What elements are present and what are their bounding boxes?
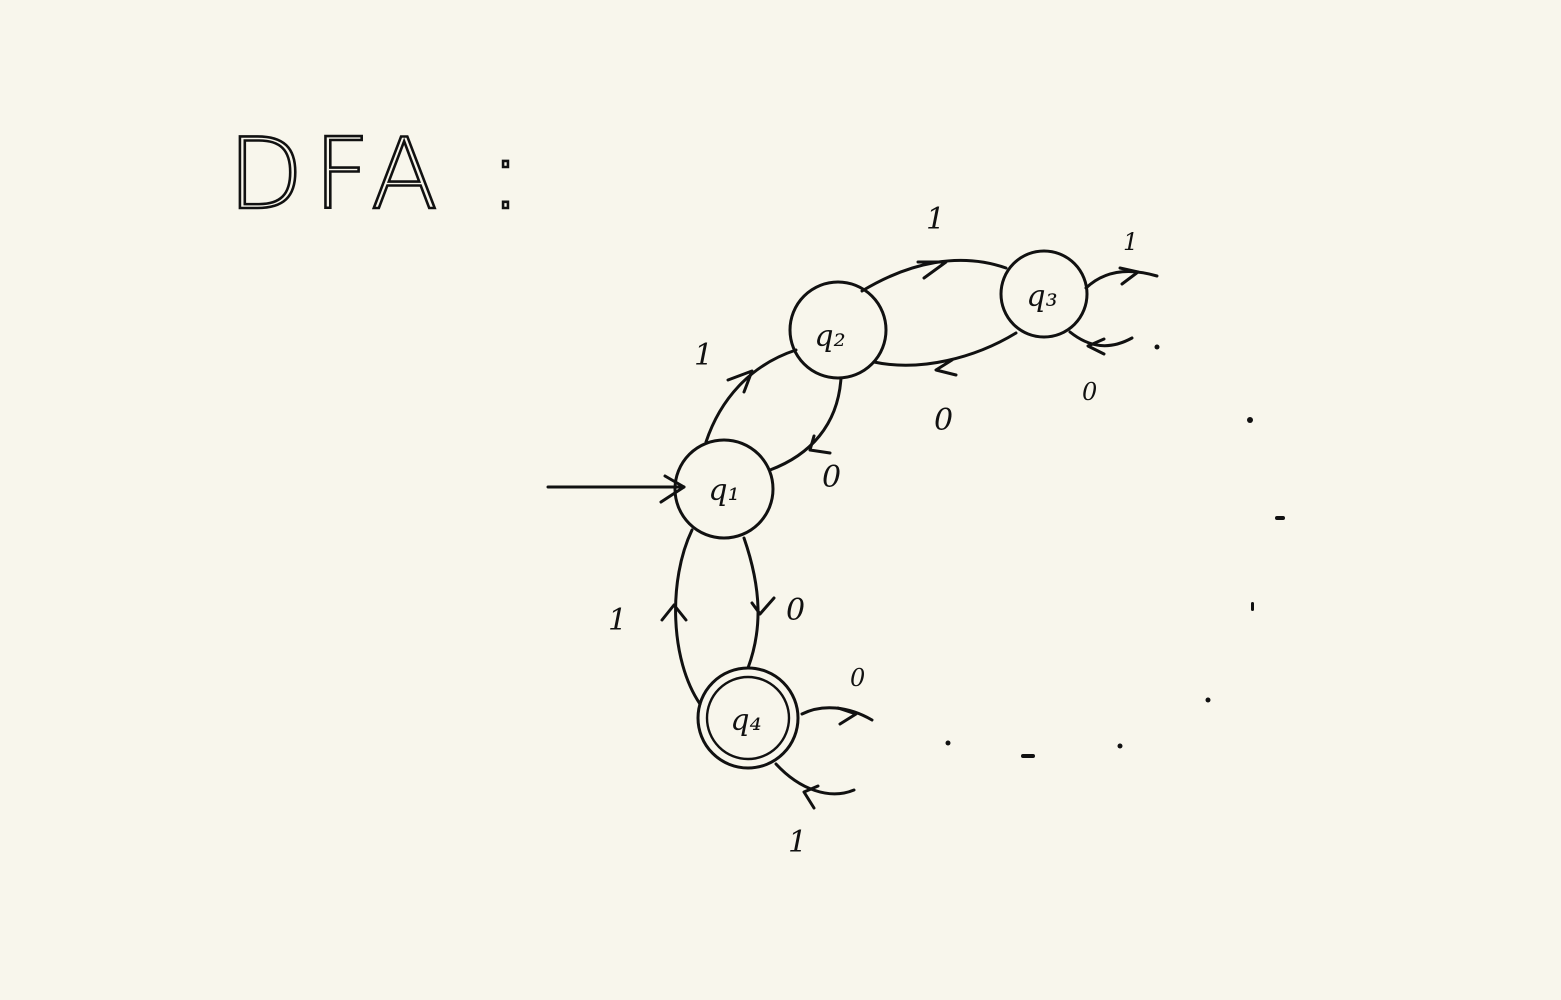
transition-label-q3-q2: 0	[934, 403, 953, 438]
transition-label-q4-q1: 1	[608, 603, 627, 638]
transition-label-q3-next: 1	[1123, 228, 1138, 256]
transition-label-q2-q3: 1	[926, 202, 945, 237]
state-label-q1: q₁	[708, 473, 739, 508]
transition-q1-q2: 1	[694, 338, 798, 444]
transition-q2-q1: 0	[768, 376, 843, 495]
transition-q1-q4: 0	[742, 536, 805, 670]
state-label-q2: q₂	[814, 319, 845, 354]
transition-next-q3: 0	[1068, 330, 1134, 406]
transition-q3-next: 1	[1084, 228, 1159, 290]
transition-label-q1-q4: 0	[786, 593, 805, 628]
state-label-q4: q₄	[730, 703, 761, 738]
state-label-q3: q₃	[1026, 279, 1057, 314]
transition-next-q4: 1	[774, 762, 856, 860]
transition-label-q1-q2: 1	[694, 338, 713, 373]
transition-label-q2-q1: 0	[822, 460, 841, 495]
transition-label-next-q4: 1	[788, 825, 807, 860]
transition-q4-next: 0	[800, 664, 874, 726]
start-arrow	[546, 474, 686, 504]
state-q3: q₃	[999, 249, 1089, 339]
state-q4: q₄	[696, 666, 800, 770]
diagram-title: DFA :	[228, 118, 532, 232]
transition-label-q4-next: 0	[850, 664, 865, 692]
transition-q2-q3: 1	[860, 202, 1008, 293]
continuation-dots	[945, 344, 1285, 758]
state-q2: q₂	[788, 280, 888, 380]
state-q1: q₁	[673, 438, 775, 540]
transition-q3-q2: 0	[872, 331, 1018, 438]
transition-q4-q1: 1	[608, 528, 702, 706]
transition-label-next-q3: 0	[1082, 378, 1097, 406]
